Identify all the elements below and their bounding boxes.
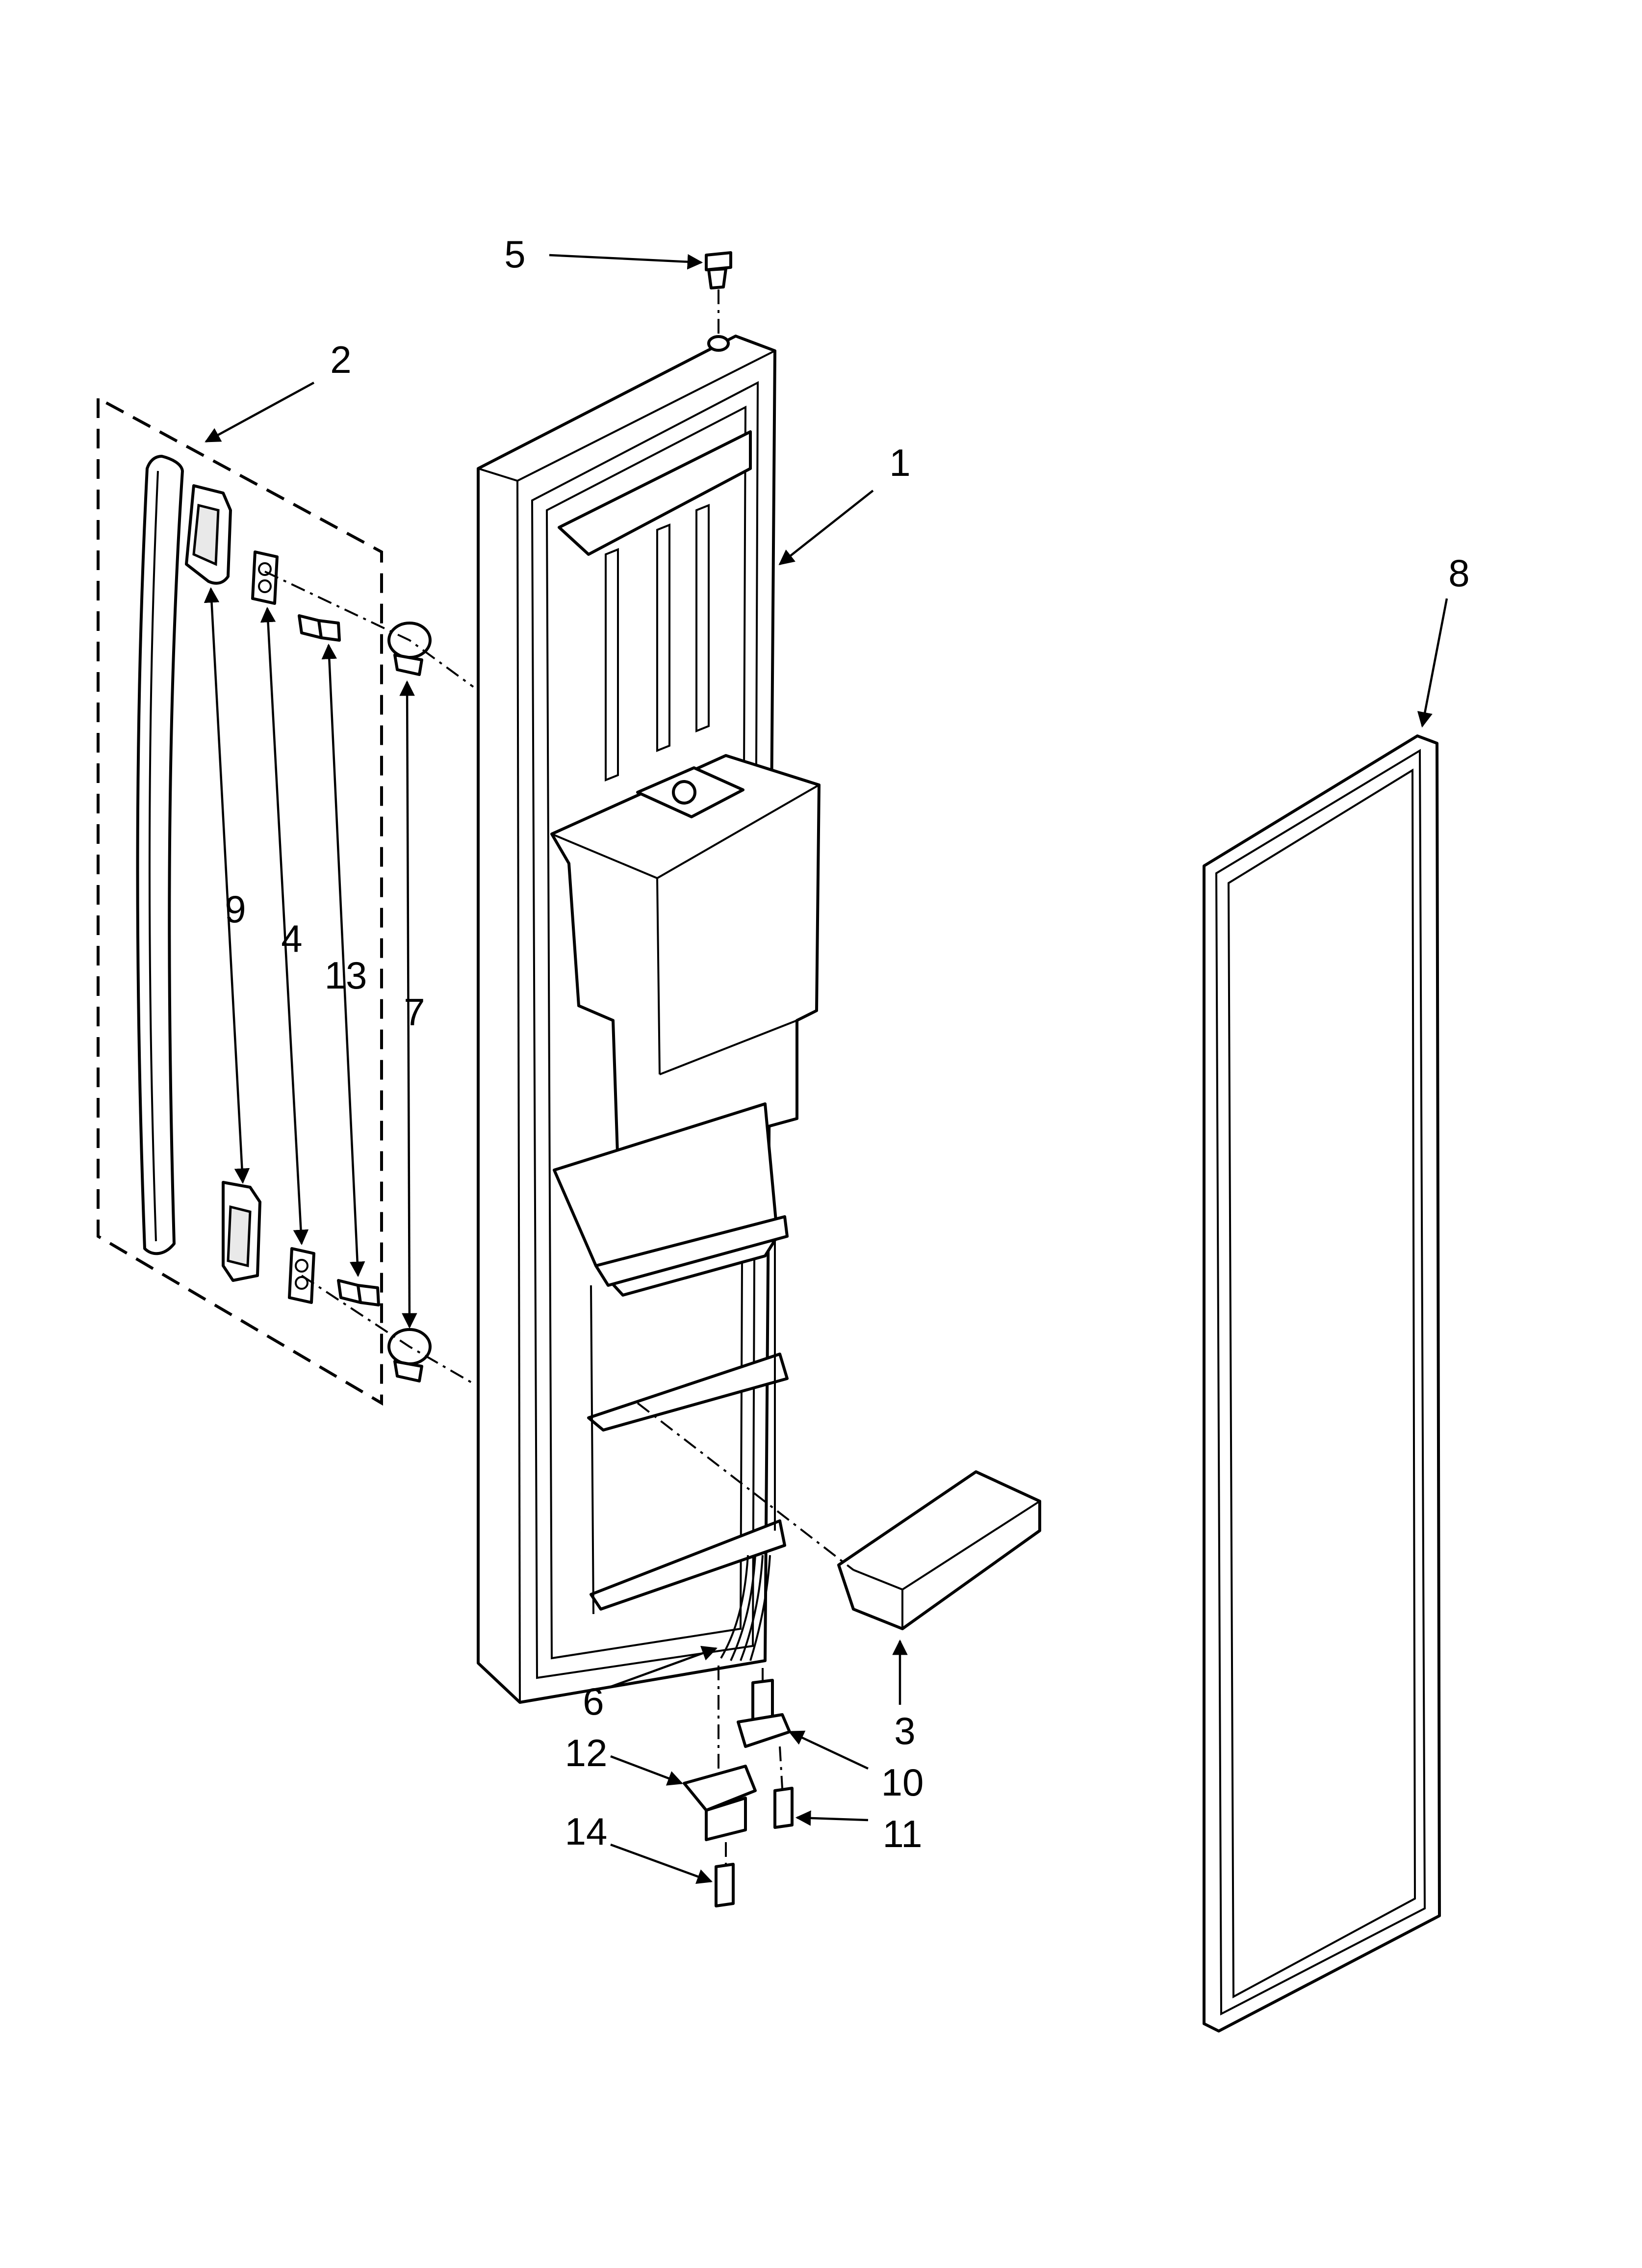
hinge-screw-bottom — [715, 1863, 735, 1907]
callout-6: 6 — [583, 1680, 604, 1723]
handle-end-cap-bottom — [222, 1181, 261, 1282]
handle-stud-top — [387, 622, 432, 676]
leader-9 — [204, 587, 250, 1184]
callout-9: 9 — [225, 887, 246, 931]
handle-stud-bottom — [387, 1328, 432, 1382]
callout-7: 7 — [404, 991, 425, 1034]
callout-4: 4 — [281, 917, 302, 960]
handle-screw-bottom — [337, 1279, 380, 1306]
handle-clip-top — [251, 550, 279, 605]
callout-5: 5 — [504, 233, 525, 276]
leader-7 — [399, 680, 417, 1329]
callout-3: 3 — [894, 1709, 915, 1752]
hinge-alignment-right — [762, 1668, 783, 1789]
leader-13 — [321, 643, 365, 1277]
hinge-screw-right — [773, 1787, 794, 1829]
freezer-door — [477, 335, 821, 1704]
leader-10 — [788, 1730, 869, 1770]
door-gasket — [1203, 734, 1441, 2033]
leader-5 — [549, 254, 703, 270]
callout-10: 10 — [881, 1761, 924, 1804]
wire-harness — [720, 1555, 771, 1661]
alignment-line-top — [264, 571, 474, 688]
leader-14 — [610, 1843, 713, 1884]
lower-hinge-pin — [737, 1679, 791, 1748]
alignment-line-bottom — [301, 1275, 474, 1384]
handle-screw-top — [298, 614, 341, 642]
door-plug — [705, 251, 732, 352]
callout-2: 2 — [330, 338, 351, 381]
handle-group-dashed-outline — [97, 395, 383, 1406]
callout-14: 14 — [565, 1810, 608, 1853]
callout-1: 1 — [889, 441, 910, 484]
leader-6 — [608, 1645, 718, 1689]
hinge-alignment-left — [718, 1666, 727, 1864]
leader-2 — [205, 382, 315, 443]
callout-11: 11 — [883, 1812, 923, 1855]
leader-8 — [1417, 598, 1448, 728]
handle-end-cap-top — [185, 484, 232, 585]
door-shelf-bin — [637, 1402, 1041, 1630]
callout-12: 12 — [565, 1731, 608, 1774]
lower-hinge-bracket — [683, 1765, 757, 1841]
door-handle — [136, 455, 184, 1255]
leader-11 — [795, 1810, 869, 1826]
callout-8: 8 — [1448, 551, 1469, 595]
leader-1 — [778, 490, 874, 565]
leader-12 — [610, 1755, 683, 1786]
leader-4 — [260, 606, 309, 1246]
callout-13: 13 — [325, 954, 367, 997]
